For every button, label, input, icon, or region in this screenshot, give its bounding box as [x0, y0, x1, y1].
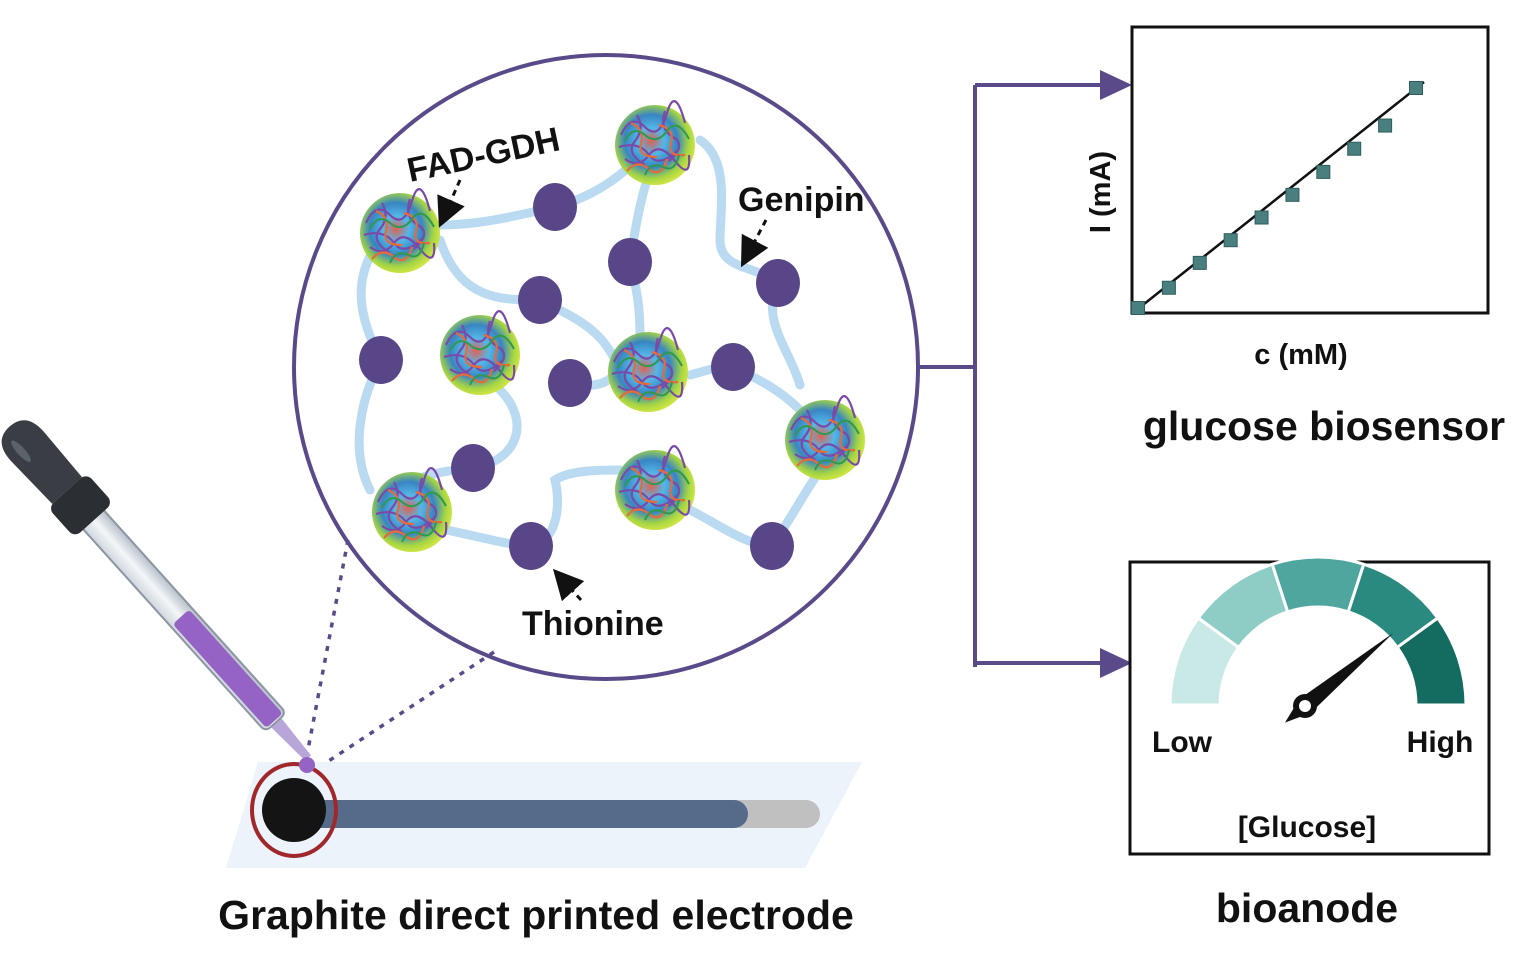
gauge-high-label: High — [1407, 726, 1474, 759]
crosslinker-label: Genipin — [738, 181, 865, 219]
data-point — [1223, 233, 1238, 248]
mediator-node — [608, 238, 652, 286]
gauge-needle — [1284, 632, 1394, 723]
mediator-node — [451, 444, 495, 492]
data-point — [1285, 187, 1300, 202]
electrode-track — [300, 800, 748, 828]
trend-line — [1133, 81, 1425, 313]
bioanode-gauge: Low High [Glucose] bioanode — [1128, 555, 1491, 931]
mediator-node — [359, 336, 403, 384]
data-point — [1347, 141, 1362, 156]
dropper-tip — [269, 716, 311, 761]
dropper-liquid — [174, 611, 282, 727]
mediator-node — [711, 343, 755, 391]
mediator-node — [548, 359, 592, 407]
zoom-line-right — [317, 650, 495, 770]
data-point — [1378, 118, 1393, 133]
dropper-collar — [51, 476, 110, 535]
gauge-segments — [1168, 555, 1468, 707]
gauge-low-label: Low — [1152, 726, 1213, 759]
electrode — [226, 762, 862, 868]
plot-series — [1131, 81, 1425, 315]
needle-hub-center — [1299, 700, 1311, 712]
mediator-node — [518, 276, 562, 324]
sensor-caption: glucose biosensor — [1143, 403, 1505, 449]
mediator-node — [533, 183, 577, 231]
dropper-bulb — [1, 420, 82, 504]
electrode-highlight-ring — [250, 762, 338, 858]
plot-ylabel: I (mA) — [1085, 151, 1117, 233]
gauge-segment — [1395, 615, 1468, 707]
dropper-bulb-highlight — [11, 440, 31, 462]
data-point — [1409, 81, 1423, 95]
data-point — [1131, 301, 1145, 315]
mediator-node — [750, 522, 794, 570]
arrow-to-bioanode — [1100, 648, 1132, 678]
network-strand — [695, 135, 783, 288]
droplet — [299, 757, 315, 773]
data-point — [1254, 210, 1269, 225]
network-inset: FAD-GDH Genipin Thionine — [292, 53, 920, 681]
plot-xlabel: c (mM) — [1254, 339, 1347, 371]
working-electrode — [262, 778, 326, 842]
biosensor-plot: c (mM) I (mA) glucose biosensor — [1085, 25, 1505, 449]
zoom-line-left — [304, 539, 350, 761]
arrow-to-biosensor — [1100, 70, 1132, 100]
mediator-node — [509, 522, 553, 570]
data-point — [1192, 255, 1207, 270]
anode-caption: bioanode — [1216, 885, 1398, 931]
data-point — [1161, 280, 1176, 295]
mediator-nodes — [359, 183, 800, 570]
mediator-label: Thionine — [522, 605, 664, 643]
mediator-arrow — [552, 568, 585, 602]
electrode-caption: Graphite direct printed electrode — [218, 892, 854, 938]
data-point — [1316, 164, 1331, 179]
mediator-node — [756, 259, 800, 307]
output-connector — [918, 83, 1108, 667]
gauge-quantity-label: [Glucose] — [1238, 811, 1376, 844]
dropper — [1, 420, 311, 761]
